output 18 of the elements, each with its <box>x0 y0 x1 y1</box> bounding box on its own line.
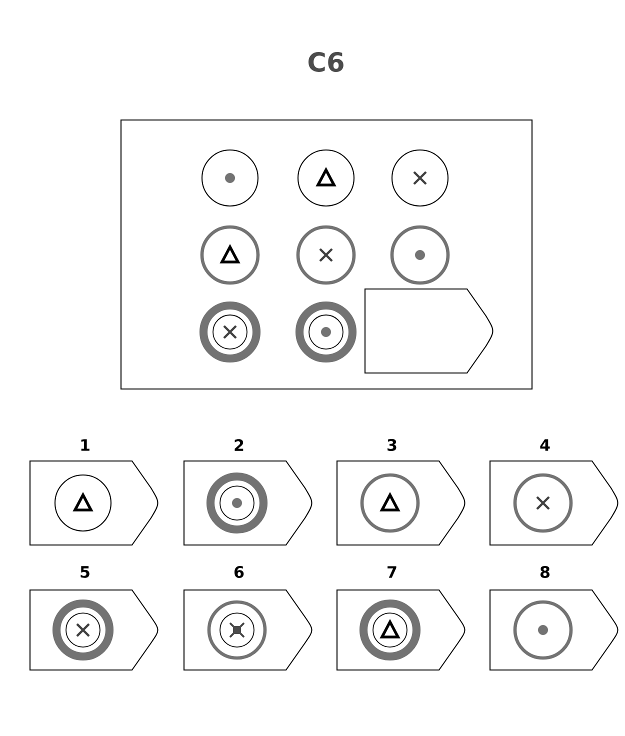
node-label: 8 <box>540 566 550 578</box>
answer-card: 4 <box>489 439 618 546</box>
answer-card: 8 <box>489 566 618 671</box>
answer-card: 1 <box>29 439 158 546</box>
answer-card: 2 <box>183 439 312 546</box>
answer-card: 6 <box>183 566 312 671</box>
title: C6 <box>308 52 344 72</box>
answer-slot <box>364 288 494 374</box>
node-label: 7 <box>388 566 396 578</box>
node-label: 3 <box>388 439 396 451</box>
node-label: 2 <box>234 439 244 451</box>
node-label: 1 <box>81 439 90 451</box>
answer-card: 3 <box>336 439 466 546</box>
answer-card: 5 <box>29 566 158 671</box>
answer-card: 7 <box>336 566 466 671</box>
node-label: 5 <box>80 566 90 578</box>
node-label: 6 <box>234 566 244 578</box>
node-label: 4 <box>540 439 550 451</box>
